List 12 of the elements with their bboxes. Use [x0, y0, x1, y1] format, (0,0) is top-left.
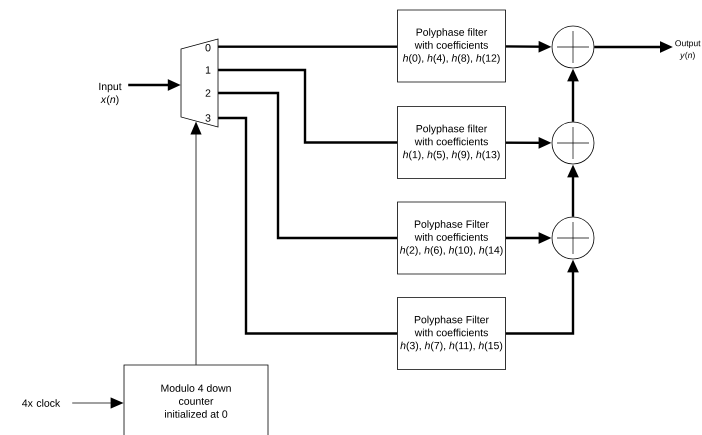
signal-label: 4x clock [22, 399, 60, 407]
counter-box: Modulo 4 down counter initialized at 0 [124, 364, 268, 435]
adder-circle [552, 122, 594, 164]
signal-label: Input x(n) [99, 82, 122, 106]
adder-circle [552, 26, 594, 68]
adder-circle [552, 216, 594, 260]
filter-box: Polyphase Filter with coefficients h(2), h(6), h(10), h(14) [397, 202, 506, 274]
filter-box: Polyphase filter with coefficients h(0), h(4), h(8), h(12) [397, 10, 506, 82]
filter-box: Polyphase filter with coefficients h(1), h(5), h(9), h(13) [397, 106, 506, 179]
multiplexer: 0 1 2 3 [180, 38, 218, 128]
filter-box: Polyphase Filter with coefficients h(3), h(7), h(11), h(15) [397, 297, 506, 370]
signal-label: Output y(n) [675, 40, 700, 60]
